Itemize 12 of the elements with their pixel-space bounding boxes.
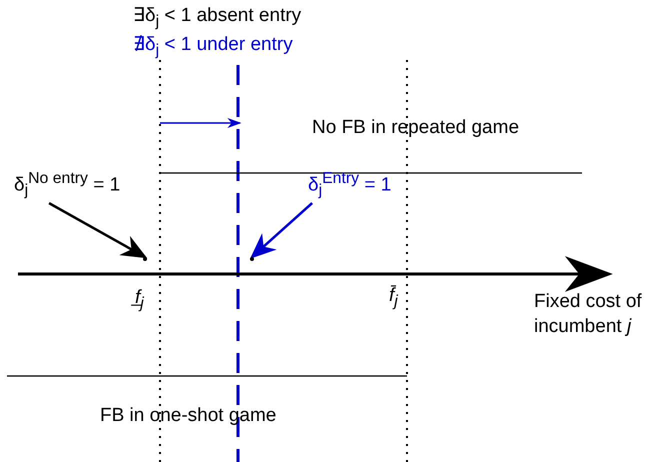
annotation-text: δ$_{j}$$^{Entry}$ = 1 <box>308 170 392 202</box>
tick-label: f̄$_{j}$ <box>389 285 398 312</box>
region-label: FB in one-shot game <box>100 405 276 428</box>
pointer-target <box>250 257 254 261</box>
annotation-text: δ$_{j}$$^{No entry}$ = 1 <box>14 170 120 202</box>
annotation-text: ∃δ$_{j}$ < 1 absent entry <box>133 5 302 32</box>
axis-label: Fixed cost of incumbent j <box>534 290 643 339</box>
annotation-text: ∄δ$_{j}$ < 1 under entry <box>133 34 293 61</box>
leader-line <box>250 202 313 258</box>
region-label: No FB in repeated game <box>312 117 520 140</box>
pointer-target <box>143 257 147 261</box>
leader-line <box>48 202 147 258</box>
